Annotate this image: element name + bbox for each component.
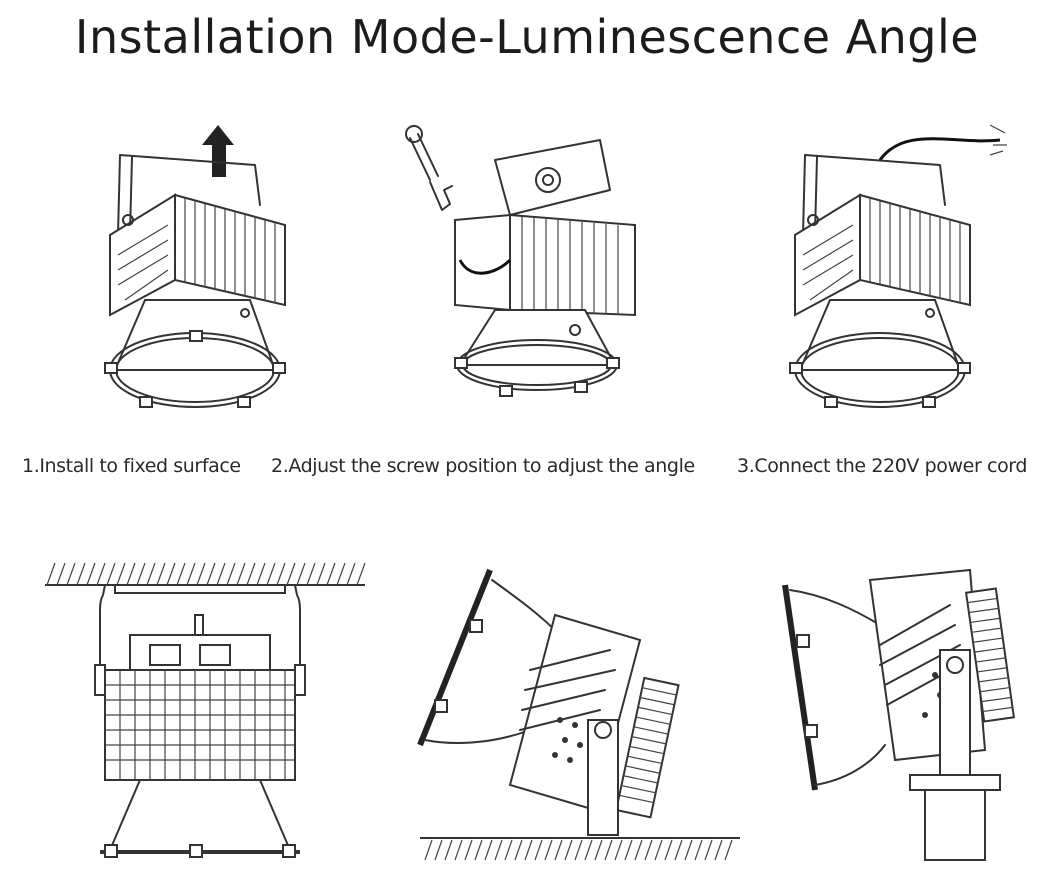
step-2-adjust-illustration (400, 120, 650, 410)
page-title: Installation Mode-Luminescence Angle (74, 10, 980, 64)
pole-mount-side-illustration (775, 565, 1040, 865)
step-1-install-illustration (80, 115, 310, 415)
step-2-caption: 2.Adjust the screw position to adjust th… (271, 455, 695, 477)
step-3-connect-power-illustration (775, 115, 1015, 415)
step-1-caption: 1.Install to fixed surface (22, 455, 241, 477)
ground-mount-tilted-illustration (410, 560, 750, 865)
ceiling-mount-illustration (45, 560, 370, 865)
step-3-caption: 3.Connect the 220V power cord (737, 455, 1028, 477)
